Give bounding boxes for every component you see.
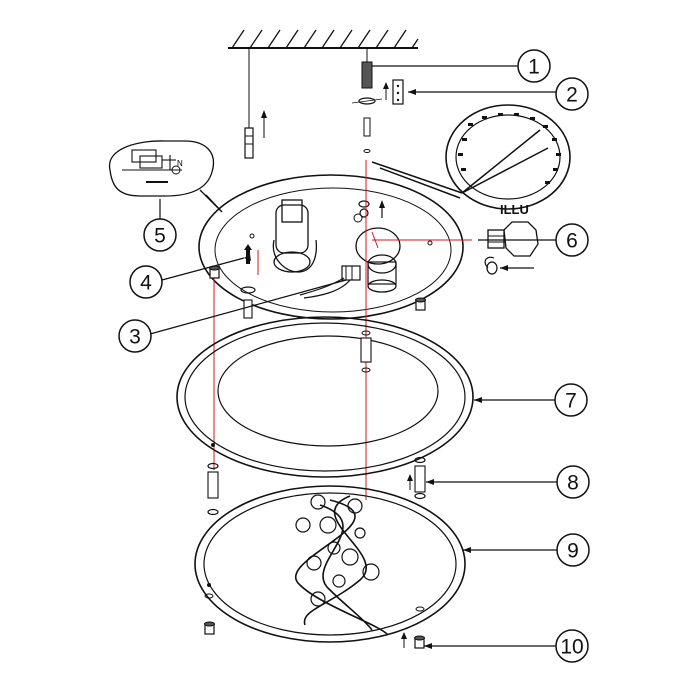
callout-1: 1: [517, 49, 551, 83]
base-plate: [198, 174, 464, 320]
reflector-detail: [371, 104, 571, 210]
callout-9-number: 9: [567, 540, 579, 563]
diffuser-frame: [176, 316, 474, 478]
callout-1-number: 1: [528, 56, 540, 79]
ceiling: [228, 29, 419, 128]
callout-3: 3: [118, 319, 152, 353]
svg-text:N: N: [177, 159, 183, 168]
plate-screw-right: [415, 297, 426, 311]
detail-bubble-wiring: N: [109, 140, 223, 213]
callout-10-number: 10: [560, 636, 583, 659]
callout-5-number: 5: [154, 225, 166, 248]
center-screw: [358, 200, 385, 218]
callout-8-number: 8: [567, 472, 579, 495]
glass-screw-left: [204, 583, 215, 635]
spacer-part-8: [407, 456, 426, 500]
light-bulb: [484, 221, 539, 275]
leader-lines: [149, 65, 557, 647]
callout-7-number: 7: [565, 390, 577, 413]
callout-6-number: 6: [566, 230, 578, 253]
spacer-left: [207, 443, 219, 516]
plate-screw-left: [209, 265, 220, 279]
red-guide-lines: [213, 160, 472, 500]
callout-3-number: 3: [129, 326, 141, 349]
callout-7: 7: [554, 383, 588, 417]
ceiling-anchor-left: [244, 110, 267, 159]
callout-10: 10: [555, 629, 589, 663]
callout-8: 8: [556, 465, 590, 499]
callout-4-number: 4: [140, 272, 152, 295]
callout-5: 5: [143, 218, 177, 252]
callout-9: 9: [556, 533, 590, 567]
callout-2: 2: [555, 77, 589, 111]
callout-4: 4: [129, 265, 163, 299]
leader-arrowheads: [244, 89, 482, 649]
decorative-glass: [194, 485, 466, 643]
mounting-bracket-part-2: [383, 79, 404, 105]
callout-6: 6: [555, 223, 589, 257]
callout-2-number: 2: [566, 84, 578, 107]
screw-part-10: [401, 606, 425, 649]
anchor-part-1: [351, 61, 383, 153]
illu-label: ILLU: [500, 202, 529, 217]
